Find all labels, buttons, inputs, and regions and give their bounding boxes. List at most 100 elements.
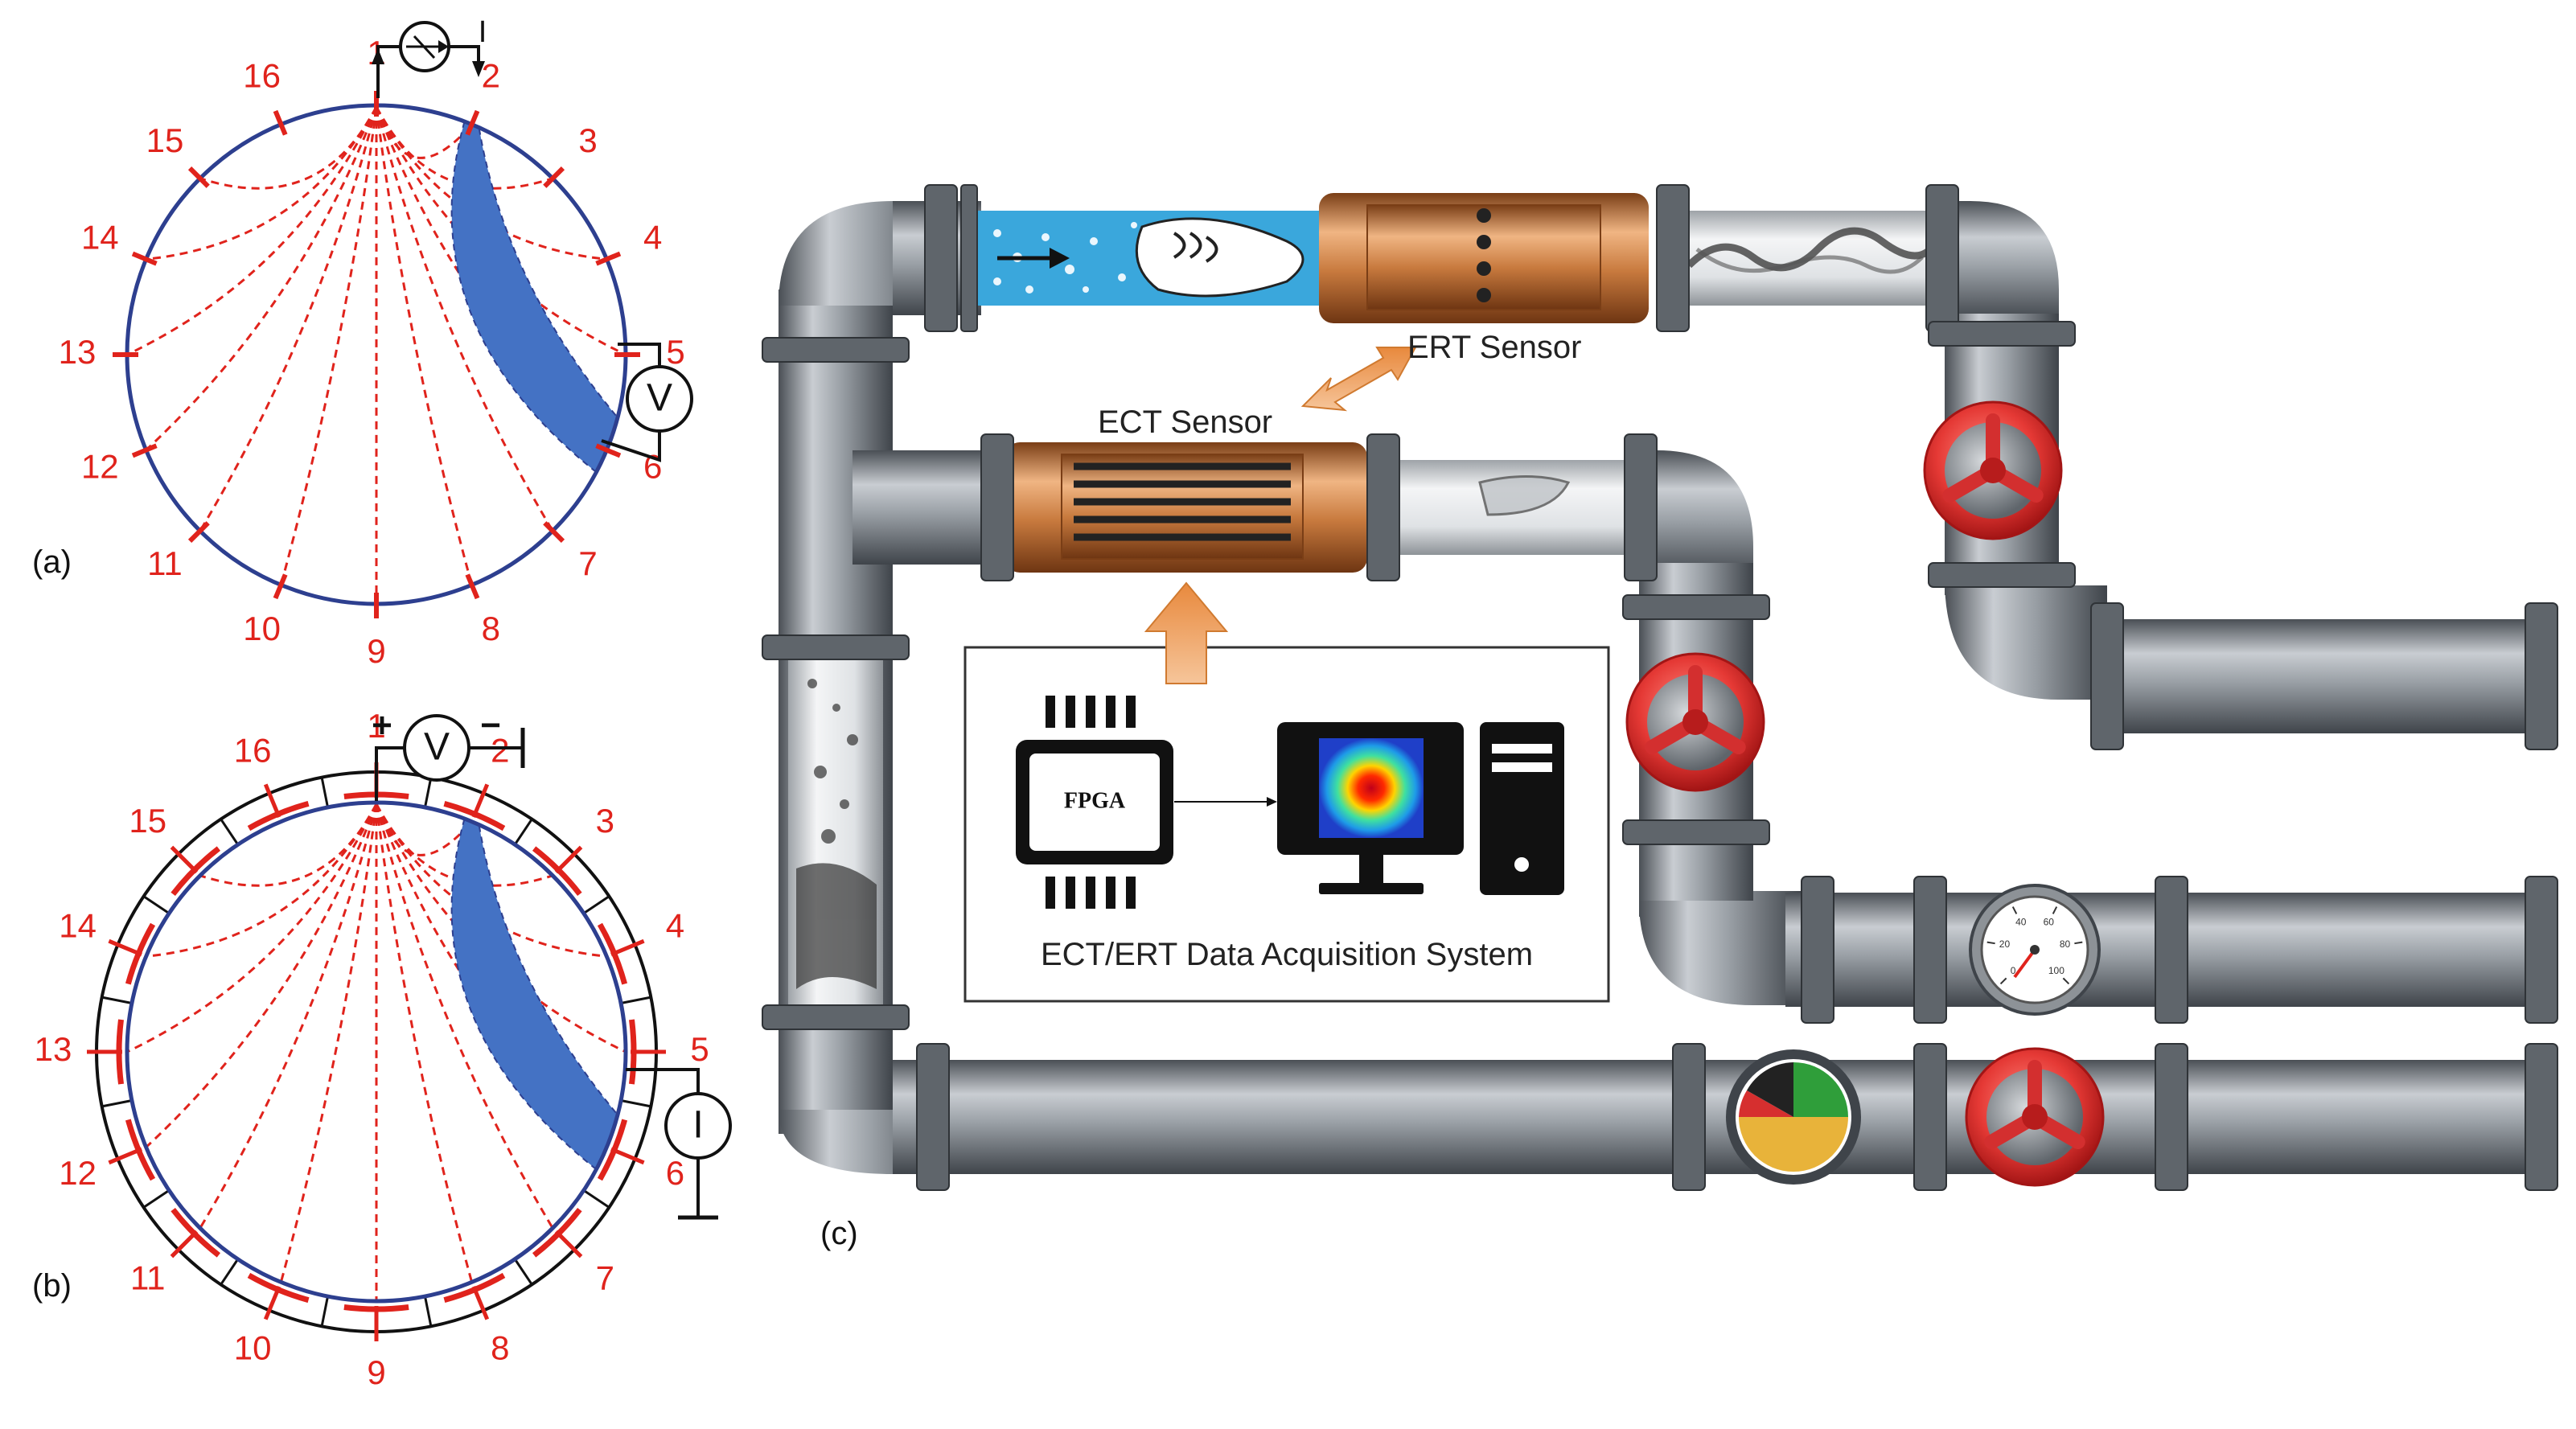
electrode-tick (131, 443, 158, 458)
gauge-tick-label: 0 (2011, 965, 2016, 976)
pipe-cross-section-b (125, 800, 628, 1304)
electrode-number: 9 (367, 632, 385, 670)
electrode-number: 14 (81, 219, 119, 257)
field-line (126, 803, 378, 1053)
current-symbol-b: I (692, 1104, 703, 1147)
electrode-number: 4 (643, 219, 662, 257)
electrode-number: 14 (59, 906, 97, 944)
electrode-arcs-b (87, 762, 666, 1341)
segment-divider (220, 1258, 240, 1286)
segment-divider (142, 895, 171, 915)
electrode-number: 12 (59, 1154, 97, 1192)
electrode-number: 8 (491, 1328, 509, 1366)
segment-divider (513, 1258, 533, 1286)
electrode-number: 10 (234, 1328, 272, 1366)
segment-divider (513, 818, 533, 846)
electrode-number: 15 (129, 802, 166, 840)
pipe-middle-stub (853, 450, 993, 565)
electrode-tick (465, 109, 480, 136)
electrode-tick (465, 573, 480, 600)
minus-sign-b: − (480, 706, 501, 745)
monitor-icon (1277, 722, 1464, 894)
electrode-tick (187, 521, 210, 544)
electrode-number: 12 (81, 447, 119, 485)
ert-sensor-label: ERT Sensor (1407, 330, 1581, 365)
field-line (199, 803, 378, 887)
electrode-number: 11 (130, 1259, 166, 1296)
daq-arrow (1144, 581, 1229, 684)
ect-sensor-label: ECT Sensor (1098, 404, 1272, 440)
voltmeter-a: V (601, 343, 693, 462)
electrode-number: 8 (482, 610, 500, 647)
electrode-ticks-a (113, 91, 640, 618)
segment-divider (424, 1296, 433, 1327)
gauge-tick-label: 80 (2060, 938, 2071, 950)
current-symbol-a: I (479, 15, 487, 49)
electrode-lead (610, 938, 645, 957)
electrode-number: 16 (243, 56, 281, 94)
electrode-number: 5 (666, 333, 684, 371)
segment-divider (424, 777, 433, 808)
electrode-lead (263, 1285, 281, 1320)
electrode-number: 7 (578, 544, 597, 582)
electrode-lead (471, 1285, 490, 1320)
electrode-lead (108, 938, 143, 957)
electrode-tick (543, 166, 565, 188)
voltage-symbol-a: V (647, 377, 672, 420)
electrode-tick (273, 109, 288, 136)
elbow-lower (1639, 891, 1802, 1005)
daq-title: ECT/ERT Data Acquisition System (1041, 937, 1533, 972)
electrode-lead (108, 1147, 143, 1165)
daq-system: FPGA ECT/ERT Data Acquisition System (963, 581, 1610, 1003)
electrode-number: 5 (690, 1030, 709, 1068)
field-line (126, 106, 378, 356)
fpga-label: FPGA (1064, 788, 1126, 813)
elbow-top-right (1930, 201, 2059, 322)
electrode-lead (170, 845, 199, 874)
valves (1625, 400, 2105, 1187)
segment-divider (101, 1099, 133, 1108)
electrode-lead (471, 783, 490, 819)
ammeter-b: I (626, 1068, 732, 1220)
electrode-number: 1 (367, 707, 385, 745)
segment-divider (101, 996, 133, 1004)
voltage-symbol-b: V (424, 726, 450, 769)
electrode-lead (170, 1230, 199, 1259)
segment-divider (320, 1296, 329, 1327)
valve-icon (1625, 652, 1765, 792)
gauge-tick-label: 60 (2044, 916, 2055, 927)
ert-sensor-callout: ERT Sensor (1300, 330, 1581, 412)
electrode-number: 3 (578, 121, 597, 159)
sensitivity-region-b (450, 817, 619, 1171)
segment-divider (320, 777, 329, 808)
segment-divider (582, 1189, 610, 1209)
electrode-number: 16 (234, 732, 272, 770)
field-line (199, 106, 378, 190)
electrode-number: 6 (666, 1154, 684, 1192)
panel-label-c: (c) (820, 1216, 858, 1251)
segment-divider (220, 818, 240, 846)
field-line (145, 803, 378, 1148)
electrode-number: 13 (59, 333, 97, 371)
electrode-number: 7 (596, 1259, 614, 1296)
phase-fraction-indicator (1726, 1049, 1861, 1185)
plus-sign-b: + (372, 706, 392, 745)
panel-label-a: (a) (32, 544, 72, 580)
sensitivity-region-a (450, 120, 619, 474)
electrode-tick (273, 573, 288, 600)
gauge-needle (2013, 948, 2036, 979)
electrode-tick (131, 251, 158, 266)
computer-tower-icon (1480, 722, 1564, 895)
fpga-chip-icon: FPGA (1016, 696, 1173, 909)
electrode-number: 9 (367, 1353, 385, 1391)
valve-icon (1965, 1047, 2105, 1187)
electrode-number: 2 (491, 732, 509, 770)
electrode-lead (610, 1147, 645, 1165)
pipe-flanges (762, 184, 2558, 1191)
